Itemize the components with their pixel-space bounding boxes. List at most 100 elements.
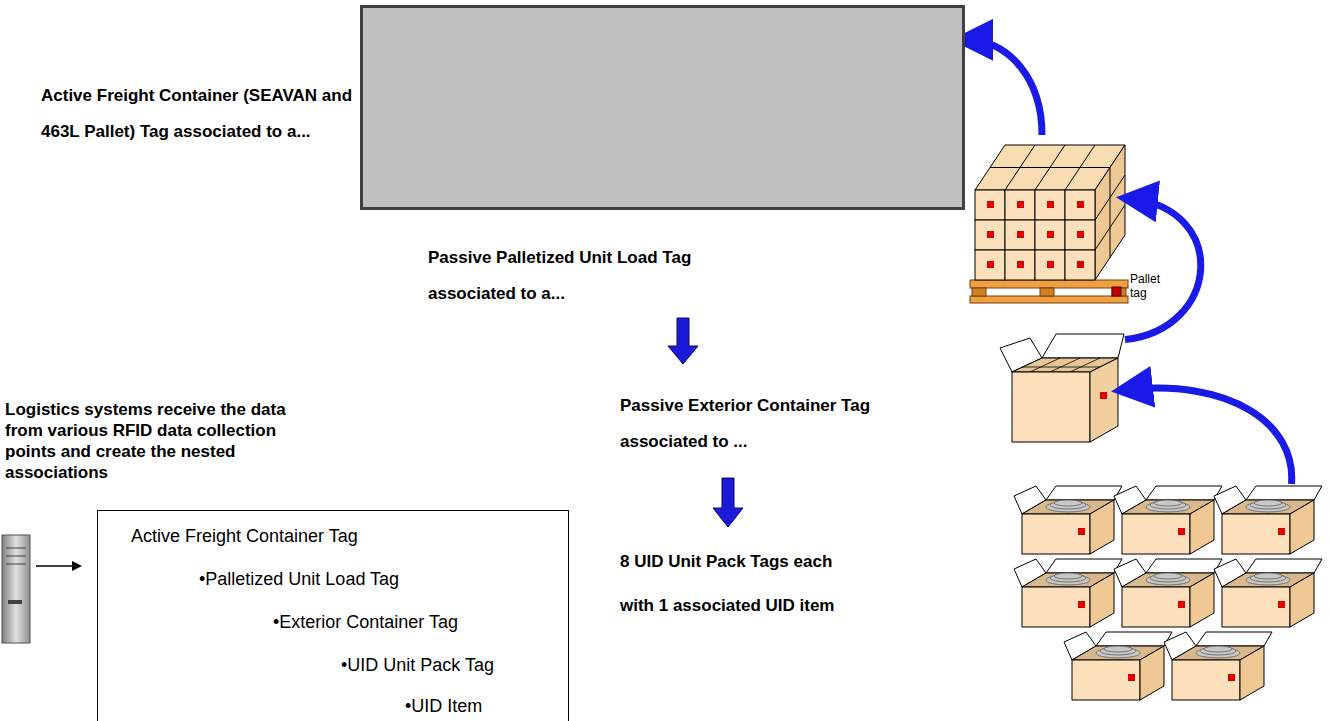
coil bbox=[1154, 500, 1182, 506]
pack-front bbox=[1022, 587, 1090, 627]
carton-tag bbox=[1017, 261, 1024, 268]
carton-tag bbox=[1047, 201, 1054, 208]
carton bbox=[1005, 250, 1035, 280]
pack-tag bbox=[1078, 601, 1085, 608]
exterior-container-box bbox=[1090, 358, 1118, 442]
pack-side bbox=[1140, 646, 1164, 700]
box-edge bbox=[990, 167, 1110, 168]
exterior-container-box bbox=[1042, 334, 1124, 358]
carton bbox=[975, 220, 1005, 250]
pack-tag bbox=[1128, 674, 1135, 681]
carton bbox=[975, 250, 1005, 280]
carton-tag bbox=[1047, 261, 1054, 268]
list-item: Active Freight Container Tag bbox=[131, 525, 358, 547]
coil bbox=[1204, 646, 1232, 652]
carton bbox=[1005, 220, 1035, 250]
nested-association-box: Logistics systems receive the data from … bbox=[97, 510, 569, 721]
list-item: •UID Item bbox=[405, 695, 482, 717]
pack-side bbox=[1240, 646, 1264, 700]
exterior-container-box bbox=[1100, 392, 1107, 399]
coil bbox=[1050, 574, 1086, 582]
coil bbox=[1154, 573, 1182, 579]
pallet-board bbox=[970, 296, 1128, 303]
server-icon bbox=[2, 535, 30, 643]
coil bbox=[1104, 646, 1132, 652]
down-arrow bbox=[668, 318, 698, 364]
carton-tag bbox=[1017, 201, 1024, 208]
pack-side bbox=[1290, 500, 1314, 554]
carton-tag bbox=[987, 201, 994, 208]
pack-flap bbox=[1046, 559, 1122, 573]
server-icon bbox=[6, 548, 26, 549]
coil bbox=[1254, 500, 1282, 506]
pack-flap bbox=[1196, 632, 1272, 646]
list-item: •UID Unit Pack Tag bbox=[341, 654, 494, 676]
exterior-container-box bbox=[1022, 358, 1100, 372]
system-note: Logistics systems receive the data from … bbox=[5, 399, 325, 483]
pack-tag bbox=[1178, 528, 1185, 535]
data-flow-arrow bbox=[72, 561, 82, 571]
unit-packs: 8 UID Unit Pack Tags each with 1 associa… bbox=[1012, 484, 1326, 702]
carton bbox=[1065, 220, 1095, 250]
exterior-container: Passive Exterior Container Tag associate… bbox=[998, 334, 1125, 446]
coil bbox=[1100, 647, 1136, 655]
carton-tag bbox=[1077, 261, 1084, 268]
pallet-board bbox=[970, 280, 1128, 288]
container-label: Active Freight Container (SEAVAN and 463… bbox=[41, 78, 356, 150]
pack-flap bbox=[1096, 632, 1172, 646]
pack-flap bbox=[1246, 486, 1322, 500]
pack-front bbox=[1022, 514, 1090, 554]
coil bbox=[1254, 573, 1282, 579]
exterior-container-box bbox=[1012, 372, 1090, 442]
coil bbox=[1054, 500, 1082, 506]
carton bbox=[1035, 220, 1065, 250]
callout-label: Pallet tag bbox=[1130, 272, 1170, 300]
server-icon bbox=[6, 556, 26, 557]
pack-side bbox=[1190, 573, 1214, 627]
coil bbox=[1150, 574, 1186, 582]
pack-tag bbox=[1278, 601, 1285, 608]
carton bbox=[1035, 190, 1065, 220]
pallet-block bbox=[1040, 288, 1054, 296]
pallet-block bbox=[1112, 288, 1126, 296]
server-icon bbox=[8, 600, 22, 604]
pack-tag bbox=[1228, 674, 1235, 681]
pack-front bbox=[1072, 660, 1140, 700]
carton bbox=[1065, 190, 1095, 220]
coil bbox=[1250, 574, 1286, 582]
pack-front bbox=[1222, 587, 1290, 627]
pack-side bbox=[1090, 500, 1114, 554]
carton bbox=[1005, 190, 1035, 220]
pack-side bbox=[1090, 573, 1114, 627]
pack-flap bbox=[1146, 559, 1222, 573]
pack-flap bbox=[1146, 486, 1222, 500]
server-icon bbox=[6, 564, 26, 565]
pack-tag bbox=[1078, 528, 1085, 535]
pack-side bbox=[1290, 573, 1314, 627]
carton-tag bbox=[987, 231, 994, 238]
unit-packs bbox=[1014, 486, 1322, 700]
coil bbox=[1150, 501, 1186, 509]
server-icon bbox=[2, 535, 30, 643]
load-side bbox=[1095, 145, 1125, 280]
carton bbox=[975, 190, 1005, 220]
box-edge bbox=[1110, 168, 1111, 258]
pack-tag bbox=[1278, 528, 1285, 535]
coil bbox=[1054, 573, 1082, 579]
pallet-load bbox=[970, 145, 1128, 303]
pallet-block bbox=[972, 288, 986, 296]
down-arrow bbox=[713, 478, 743, 527]
pallet-label: Passive Palletized Unit Load Tag associa… bbox=[428, 240, 748, 312]
coil bbox=[1250, 501, 1286, 509]
pack-front bbox=[1222, 514, 1290, 554]
association-arrow bbox=[1125, 388, 1292, 484]
exterior-label: Passive Exterior Container Tag associate… bbox=[620, 388, 920, 460]
coil bbox=[1050, 501, 1086, 509]
carton bbox=[1035, 250, 1065, 280]
pallet-tag bbox=[1112, 287, 1121, 296]
data-flow-arrow bbox=[36, 565, 74, 567]
down-arrow bbox=[713, 478, 743, 527]
pack-flap bbox=[1246, 559, 1322, 573]
association-arrow bbox=[1125, 199, 1201, 340]
pack-flap bbox=[1046, 486, 1122, 500]
